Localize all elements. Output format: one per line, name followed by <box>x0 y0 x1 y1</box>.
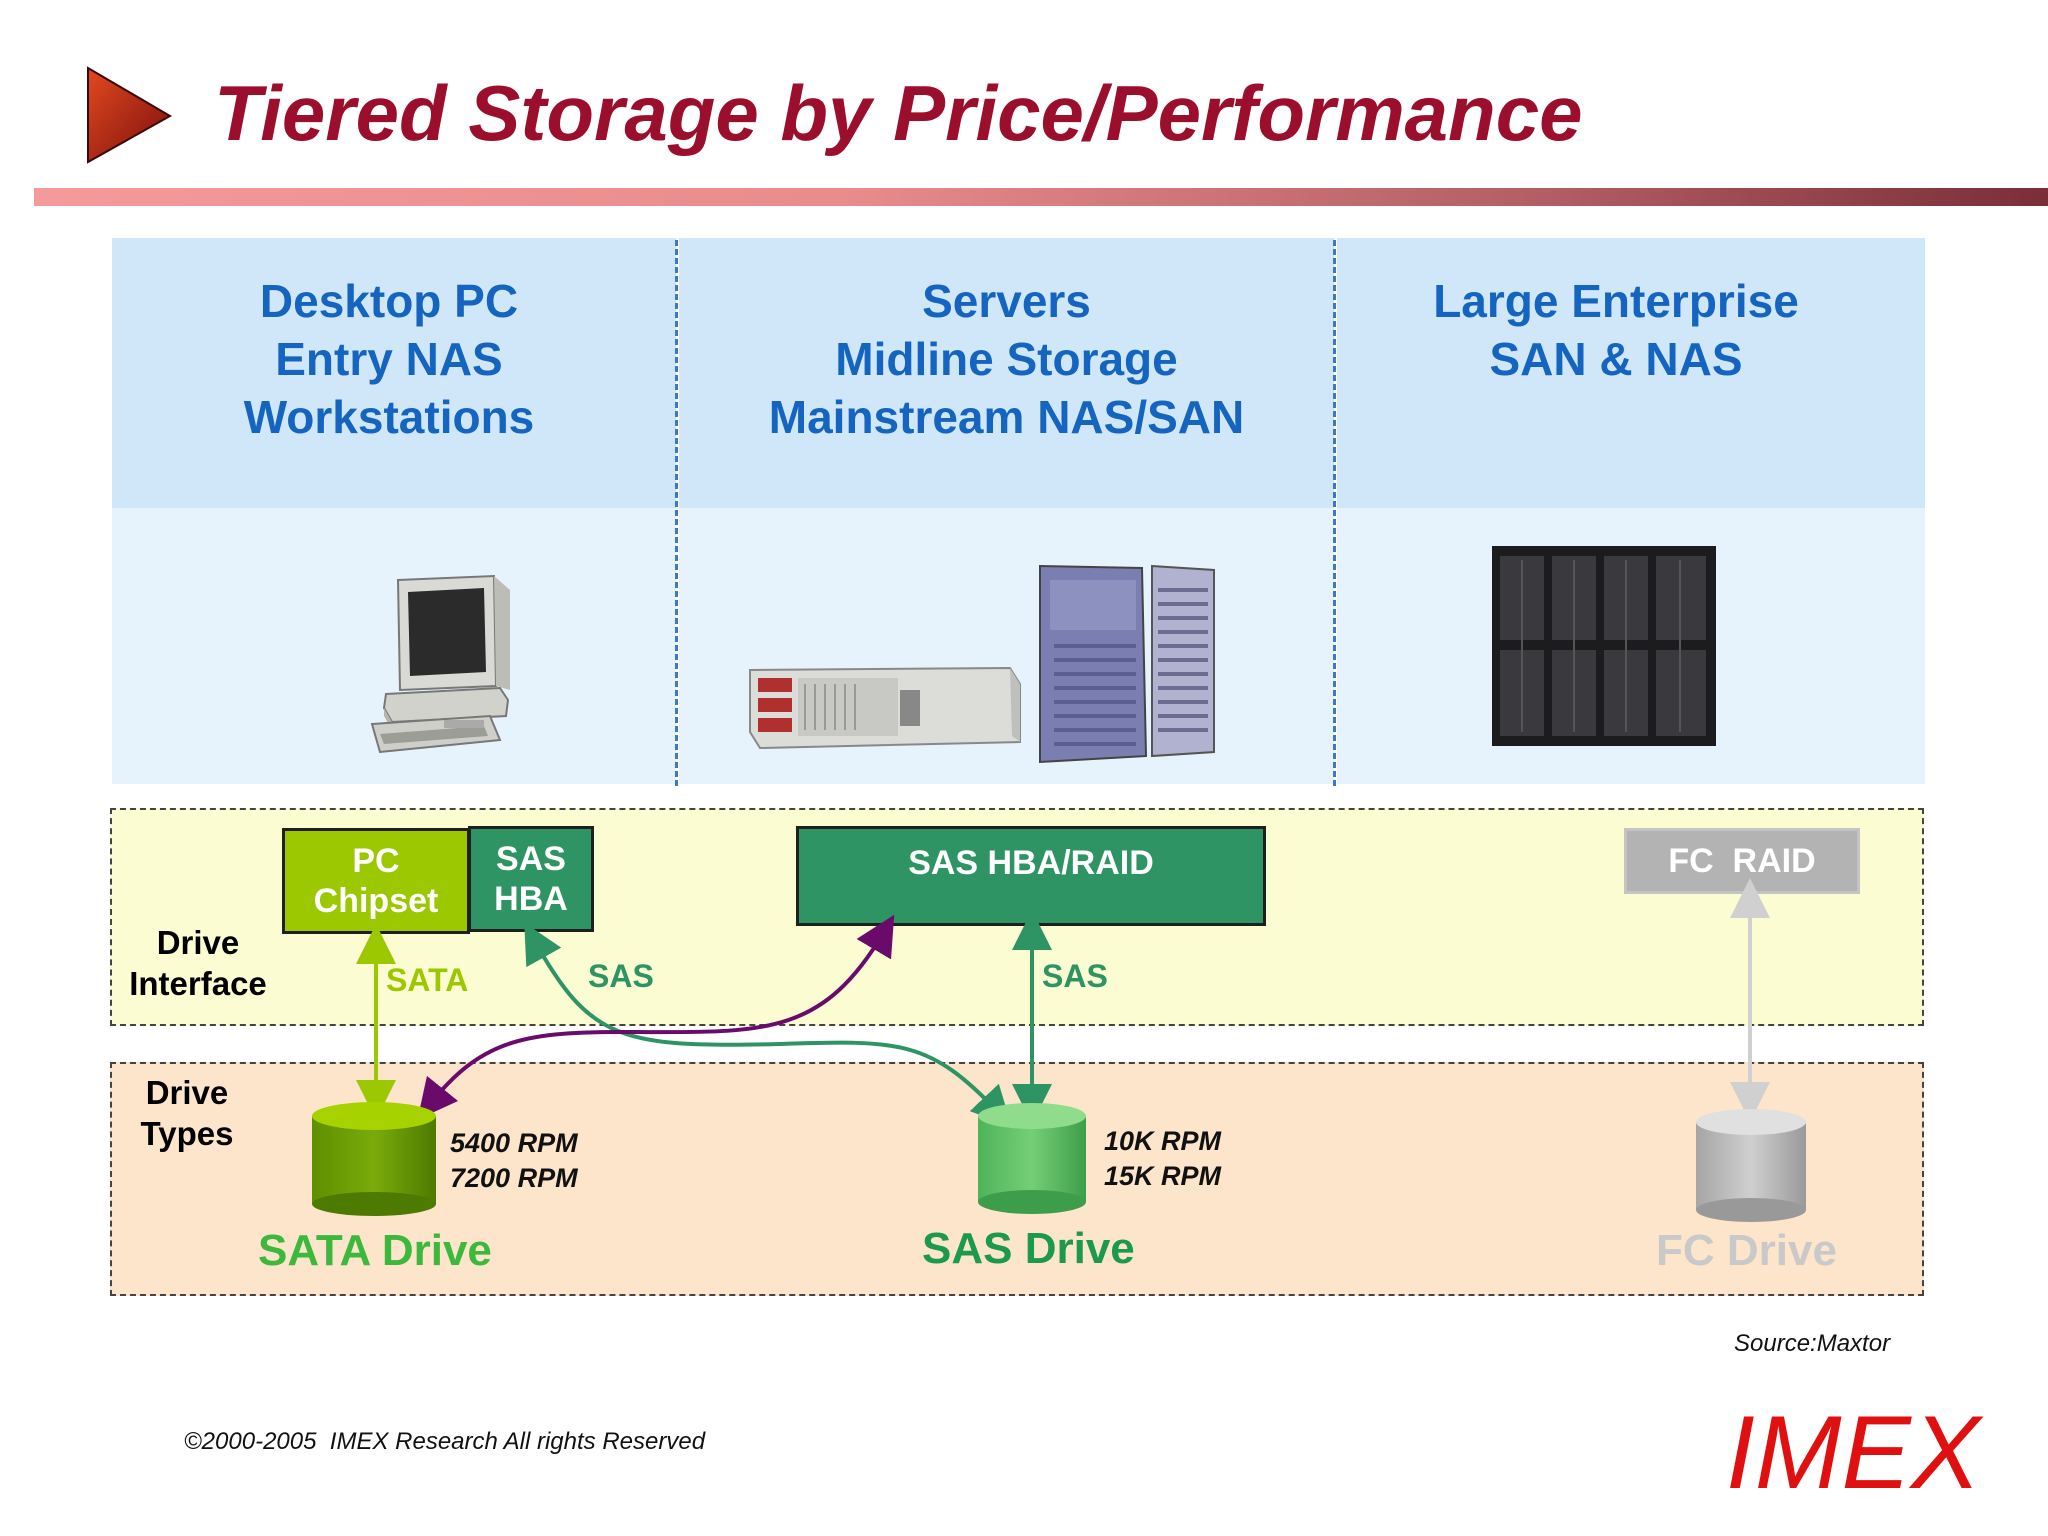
column-line: Entry NAS <box>275 333 503 385</box>
column-divider <box>675 240 678 786</box>
fc-drive-label: FC Drive <box>1656 1226 1837 1275</box>
column-line: Large Enterprise <box>1433 275 1799 327</box>
play-triangle-icon <box>87 66 173 164</box>
column-divider <box>1333 240 1336 786</box>
column-line: Mainstream NAS/SAN <box>768 391 1245 443</box>
pc-chipset-box: PC Chipset <box>282 828 470 934</box>
fc-raid-box: FC RAID <box>1624 828 1860 894</box>
imex-logo: IMEX <box>1726 1395 1981 1511</box>
column-header-servers: Servers Midline Storage Mainstream NAS/S… <box>679 238 1334 508</box>
column-header-desktop: Desktop PC Entry NAS Workstations <box>112 238 676 508</box>
source-note: Source:Maxtor <box>1734 1330 1891 1357</box>
drive-interface-label: Drive Interface <box>129 924 267 1002</box>
column-line: Workstations <box>243 391 535 443</box>
sas-rpm: 10K RPM 15K RPM <box>1104 1126 1222 1191</box>
copyright-notice: ©2000-2005 IMEX Research All rights Rese… <box>184 1428 706 1455</box>
column-header-enterprise: Large Enterprise SAN & NAS <box>1337 238 1925 508</box>
title-divider <box>34 188 2048 206</box>
page-title: Tiered Storage by Price/Performance <box>214 69 1583 157</box>
sas-drive-label: SAS Drive <box>922 1224 1135 1273</box>
column-line: Desktop PC <box>259 275 519 327</box>
column-line: Midline Storage <box>835 333 1178 385</box>
sas-connection-label: SAS <box>1042 958 1108 994</box>
sata-drive-label: SATA Drive <box>258 1226 492 1275</box>
column-line: Servers <box>922 275 1091 327</box>
sas-hba-box: SAS HBA <box>468 826 594 932</box>
drive-types-label: Drive Types <box>140 1074 234 1152</box>
column-line: SAN & NAS <box>1489 333 1743 385</box>
sata-rpm: 5400 RPM 7200 RPM <box>450 1128 578 1193</box>
